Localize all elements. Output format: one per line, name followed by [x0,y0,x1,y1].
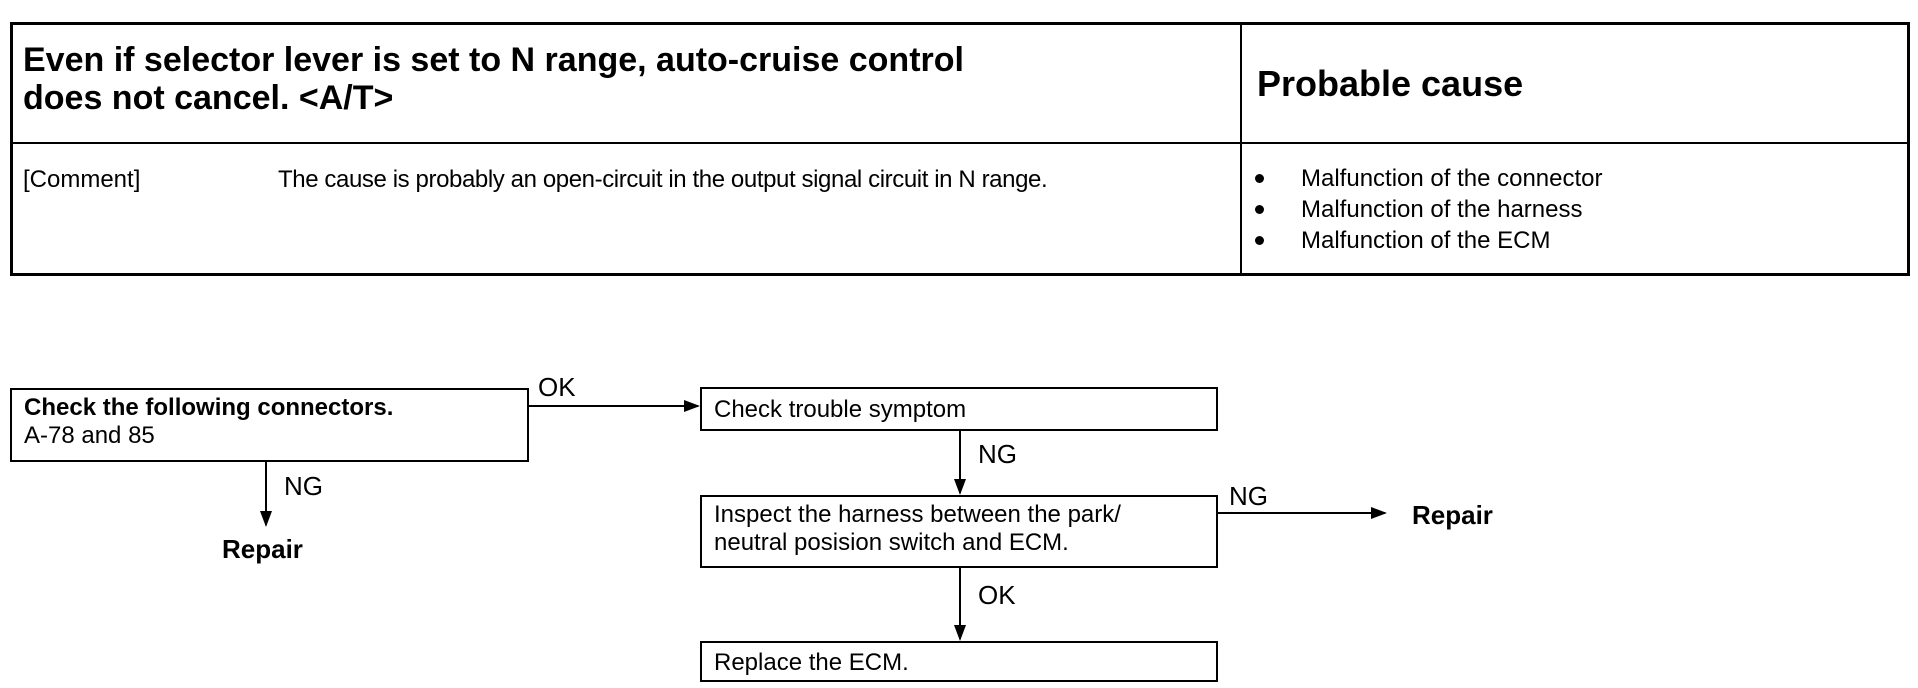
inspect-harness-line2: neutral posision switch and ECM. [714,529,1069,556]
comment-text: The cause is probably an open-circuit in… [278,166,1048,193]
bullet-icon [1255,205,1264,214]
ok-label-2: OK [978,580,1016,610]
check-symptom-box: Check trouble symptom [700,387,1218,431]
ng-label-2: NG [978,439,1017,469]
repair-label-2: Repair [1412,500,1493,530]
symptom-title-line1: Even if selector lever is set to N range… [23,41,964,79]
ng-label-3: NG [1229,481,1268,511]
probable-cause-list: Malfunction of the connector Malfunction… [1253,163,1603,256]
replace-ecm-box: Replace the ECM. [700,641,1218,682]
probable-cause-heading: Probable cause [1257,63,1524,104]
list-item: Malfunction of the ECM [1253,225,1603,256]
inspect-harness-box: Inspect the harness between the park/ ne… [700,495,1218,568]
repair-label-1: Repair [222,534,303,564]
symptom-title-line2: does not cancel. <A/T> [23,79,394,117]
check-connectors-title: Check the following connectors. [24,394,394,421]
ng-label-1: NG [284,471,323,501]
connector-ids: A-78 and 85 [24,422,155,449]
check-connectors-box: Check the following connectors. A-78 and… [10,388,529,462]
symptom-table: Even if selector lever is set to N range… [10,22,1910,276]
comment-label: [Comment] [23,166,141,193]
inspect-harness-line1: Inspect the harness between the park/ [714,501,1121,528]
table-divider-horizontal [13,142,1907,144]
table-divider-vertical [1240,25,1242,273]
bullet-icon [1255,174,1264,183]
symptom-title: Even if selector lever is set to N range… [23,41,1223,117]
list-item: Malfunction of the connector [1253,163,1603,194]
bullet-icon [1255,236,1264,245]
list-item: Malfunction of the harness [1253,194,1603,225]
ok-label-1: OK [538,372,576,402]
